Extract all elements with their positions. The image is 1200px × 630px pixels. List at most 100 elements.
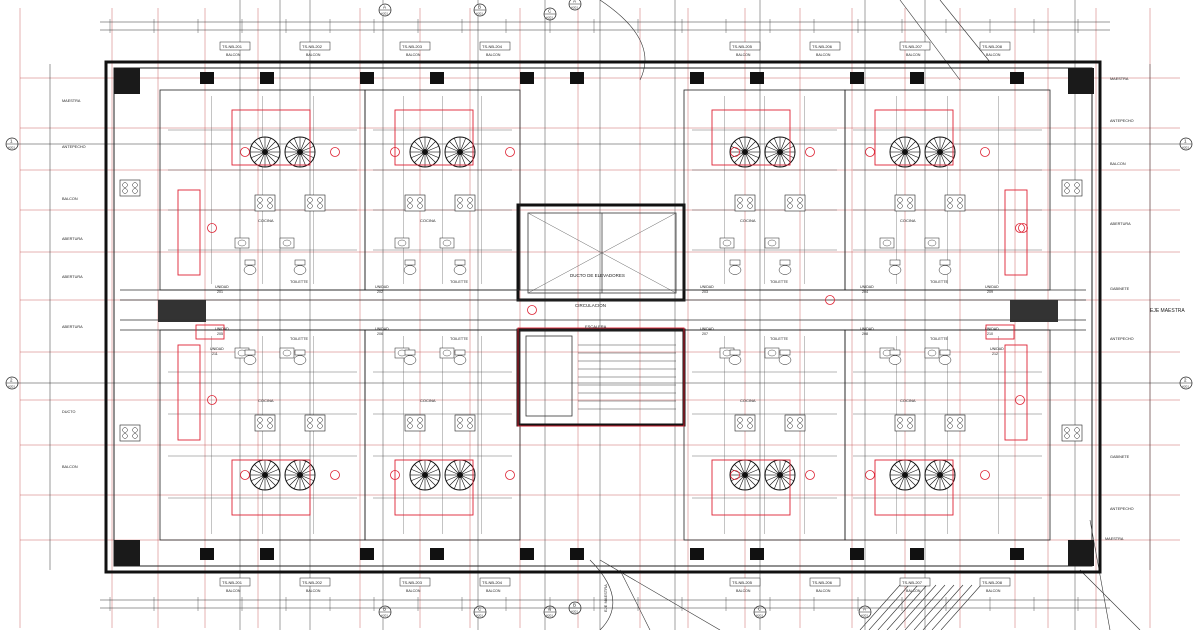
column	[430, 72, 444, 84]
spiral-stair-tread	[449, 474, 461, 486]
spiral-stair-tread	[459, 151, 471, 163]
stove-burner	[1064, 188, 1070, 194]
red-marker	[330, 147, 340, 157]
grid-bubble-label: B	[383, 607, 386, 612]
spiral-stair-tread	[459, 151, 474, 159]
sink-basin	[767, 239, 777, 247]
balcony-label: BALCON	[816, 53, 831, 57]
spiral-stair-tread	[251, 468, 266, 476]
spiral-stair-tread	[766, 468, 781, 476]
stove	[894, 414, 916, 432]
stove-burner	[267, 417, 273, 423]
spiral-stair-tread	[779, 151, 794, 159]
toilet-tank	[729, 259, 741, 266]
site-hatch	[877, 584, 919, 630]
toilet	[453, 265, 467, 275]
grid-bubble-label: A	[573, 0, 576, 4]
sink-basin	[882, 239, 892, 247]
side-label: GABINETE	[1110, 455, 1130, 459]
spiral-stair-tread	[299, 474, 307, 489]
red-marker	[1015, 223, 1025, 233]
grid-bubble-ref: A201	[8, 385, 15, 389]
unit-number: 206	[377, 332, 383, 336]
center-core-label: CIRCULACION	[575, 303, 606, 308]
balcony-label: BALCON	[816, 589, 831, 593]
grid-bubble-label: B	[478, 5, 481, 10]
site-hatch	[904, 584, 946, 630]
grid-bubble-ref: A201	[381, 614, 388, 618]
corner-column	[114, 540, 140, 566]
unit-number: 205	[217, 332, 223, 336]
spiral-stair-tread	[453, 151, 461, 166]
red-zone	[177, 344, 201, 441]
spiral-stair-tread	[418, 474, 426, 489]
site-line	[1089, 519, 1111, 630]
red-marker	[330, 470, 340, 480]
side-label: GABINETE	[1110, 287, 1130, 291]
side-label: ABERTURA	[62, 325, 83, 329]
spiral-stair-tread	[293, 474, 301, 489]
spiral-stair-tread	[773, 151, 781, 166]
grid-bubble-label: 1	[10, 139, 13, 144]
stove-burner	[122, 433, 128, 439]
grid-bubble-ref: A201	[571, 6, 578, 10]
spiral-stair-tread	[773, 138, 781, 153]
stove	[734, 194, 756, 212]
spiral-stair-tread	[769, 474, 781, 486]
spiral-stair-tread	[779, 474, 794, 482]
toilet-tank	[294, 259, 306, 266]
sink-basin	[282, 239, 292, 247]
tag-box	[399, 577, 431, 587]
red-zone	[1004, 189, 1028, 276]
spiral-stair-tread	[744, 138, 752, 153]
balcony-label: BALCON	[226, 589, 241, 593]
grid-bubble-label: 2	[1184, 378, 1187, 383]
stove-burner	[457, 197, 463, 203]
stove-burner	[467, 197, 473, 203]
spiral-stair-tread	[894, 474, 906, 486]
spiral-stair-tread	[939, 474, 954, 482]
tag-box	[479, 41, 511, 51]
sink-basin	[722, 239, 732, 247]
stove-burner	[1074, 433, 1080, 439]
column	[850, 72, 864, 84]
toilet-label: TOILETTE	[930, 337, 949, 341]
spiral-stair-tread	[424, 468, 439, 476]
unit-label: UNIDAD	[990, 347, 1004, 351]
tag-box	[979, 41, 1011, 51]
stove-burner	[267, 197, 273, 203]
spiral-stair-tread	[904, 474, 919, 482]
spiral-stair-tread	[779, 138, 787, 153]
toilet	[403, 355, 417, 365]
unit-number: 202	[377, 290, 383, 294]
spiral-stair-tread	[264, 151, 276, 163]
sink-basin	[927, 239, 937, 247]
spiral-stair-tread	[744, 464, 756, 476]
balcony-label: BALCON	[486, 53, 501, 57]
spiral-stair-tread	[734, 141, 746, 153]
spiral-stair-tread	[891, 468, 906, 476]
spiral-stair-tread	[939, 145, 954, 153]
spiral-stair-tread	[744, 468, 759, 476]
stove-burner	[797, 423, 803, 429]
stove-burner	[747, 423, 753, 429]
red-marker	[207, 395, 217, 405]
red-zone	[195, 324, 225, 340]
stove-burner	[267, 203, 273, 209]
toilet-tank	[294, 349, 306, 356]
site-hatch	[886, 584, 928, 630]
spiral-stair-tread	[734, 474, 746, 486]
red-marker	[505, 147, 515, 157]
spiral-stair-tread	[894, 141, 906, 153]
spiral-stair-tread	[264, 474, 272, 489]
red-zone	[985, 324, 1015, 340]
toilet	[888, 355, 902, 365]
sink-basin	[442, 239, 452, 247]
stove-burner	[132, 433, 138, 439]
spiral-stair-tread	[299, 141, 311, 153]
column	[430, 548, 444, 560]
spiral-stair-tread	[734, 151, 746, 163]
spiral-stair-tread	[299, 151, 307, 166]
column	[520, 548, 534, 560]
spiral-stair-tread	[904, 151, 919, 159]
